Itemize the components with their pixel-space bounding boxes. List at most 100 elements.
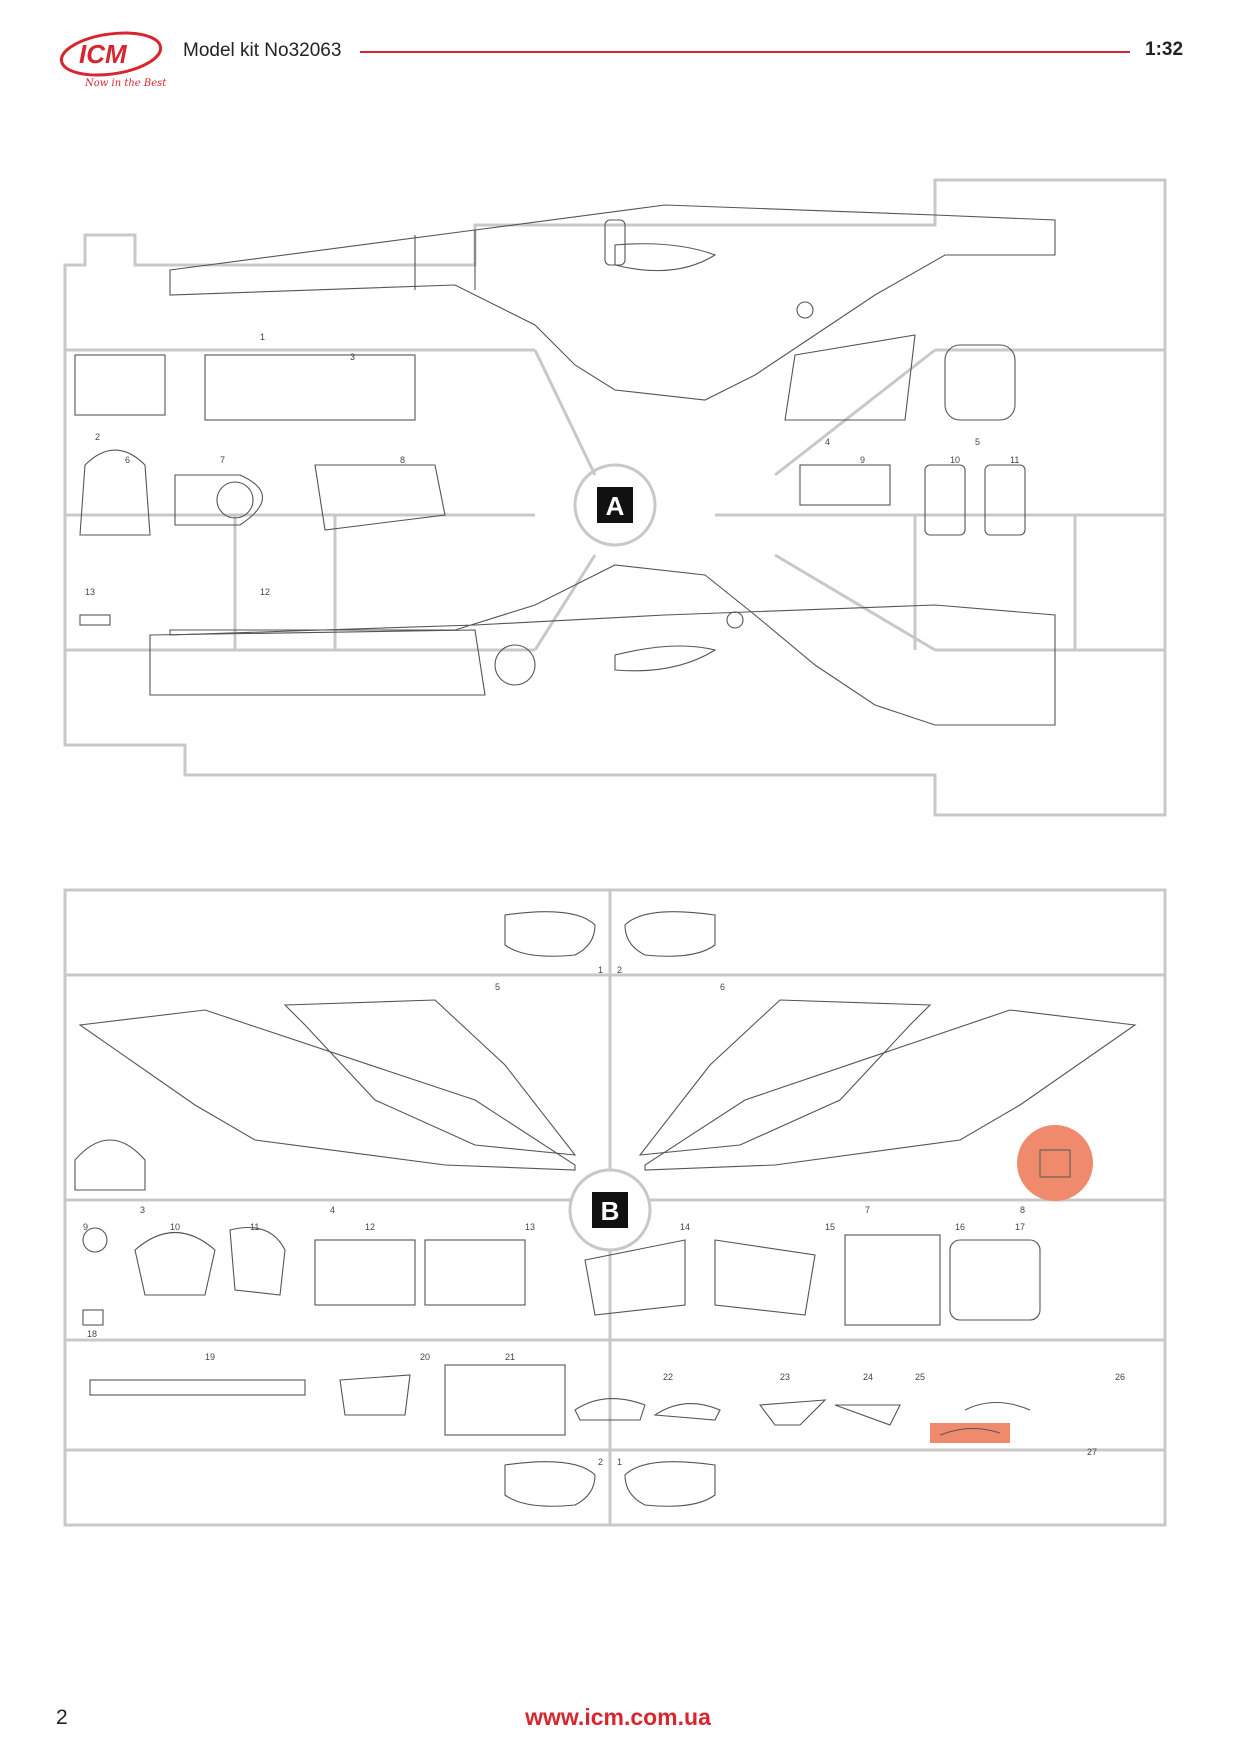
- sprue-a-letter: A: [606, 491, 625, 521]
- part-a8: [314, 464, 446, 531]
- part-b5: [283, 999, 577, 1156]
- part-tag: 1: [260, 332, 265, 342]
- part-tag: 22: [663, 1372, 673, 1382]
- part-tag: 15: [825, 1222, 835, 1232]
- part-tag: 24: [863, 1372, 873, 1382]
- part-b23: [653, 1403, 721, 1421]
- part-tag: 12: [260, 587, 270, 597]
- part-tag: 9: [860, 455, 865, 465]
- part-tag: 13: [85, 587, 95, 597]
- part-b18: [82, 1309, 104, 1326]
- part-a4: [784, 334, 916, 421]
- part-tag: 11: [1010, 455, 1019, 465]
- page-number: 2: [56, 1706, 68, 1729]
- part-b22: [574, 1398, 646, 1421]
- sprue-a-frame: [63, 178, 1167, 817]
- part-tag: 5: [495, 982, 500, 992]
- sprue-b: B 1 2 2 1 3 4 5 6 7 8 9 10 11 12 13 14 1…: [63, 888, 1167, 1527]
- part-tag: 13: [525, 1222, 535, 1232]
- part-b24: [758, 1399, 827, 1426]
- sprue-b-letter-box: [592, 1192, 628, 1228]
- part-tag: 2: [617, 965, 622, 975]
- part-tag: 20: [420, 1352, 430, 1362]
- part-tag: 1: [617, 1457, 622, 1467]
- highlight-part-b8: [1017, 1125, 1093, 1201]
- part-tag: 4: [825, 437, 830, 447]
- page-title: Model kit No32063: [183, 40, 342, 61]
- part-b12: [314, 1239, 416, 1306]
- part-tag: 1: [598, 965, 603, 975]
- part-a6: [79, 449, 151, 536]
- part-tag: 7: [220, 455, 225, 465]
- part-a7: [174, 474, 264, 526]
- part-tag: 27: [1087, 1447, 1097, 1457]
- part-b2-top: [624, 911, 716, 957]
- part-b17: [949, 1239, 1041, 1321]
- part-b11: [229, 1226, 286, 1296]
- part-tag: 7: [865, 1205, 870, 1215]
- part-tag: 17: [1015, 1222, 1025, 1232]
- part-tag: 2: [95, 432, 100, 442]
- part-b1-top: [504, 911, 596, 957]
- part-b20: [339, 1374, 411, 1416]
- part-a2: [74, 354, 166, 416]
- part-b25: [834, 1404, 901, 1426]
- part-tag: 8: [400, 455, 405, 465]
- part-tag: 14: [680, 1222, 690, 1232]
- part-tag: 21: [505, 1352, 515, 1362]
- part-tag: 12: [365, 1222, 375, 1232]
- part-b15: [714, 1239, 816, 1316]
- sprue-b-frame: [63, 888, 1167, 1527]
- part-b1-bottom: [624, 1461, 716, 1507]
- sprue-a-hub: [573, 463, 657, 547]
- scale-label: 1:32: [1145, 39, 1184, 60]
- sprue-a: A 1 2 3 4 5 6 7 8 9 10 11 12 13: [63, 178, 1167, 817]
- part-tag: 4: [330, 1205, 335, 1215]
- sprue-b-letter: B: [601, 1196, 620, 1226]
- part-tag: 19: [205, 1352, 215, 1362]
- part-b6: [638, 999, 932, 1156]
- part-b4: [78, 1009, 576, 1171]
- part-tag: 25: [915, 1372, 925, 1382]
- part-tag: 9: [83, 1222, 88, 1232]
- part-b10: [134, 1231, 216, 1296]
- part-b16: [844, 1234, 941, 1326]
- part-a5: [944, 344, 1016, 421]
- part-a11: [984, 464, 1026, 536]
- part-tag: 8: [1020, 1205, 1025, 1215]
- part-tag: 18: [87, 1329, 97, 1339]
- part-b2-bottom: [504, 1461, 596, 1507]
- part-tag: 3: [140, 1205, 145, 1215]
- part-tag: 3: [350, 352, 355, 362]
- page-header: ICM Now in the Best Model kit No32063 1:…: [0, 0, 1236, 110]
- part-b14: [584, 1239, 686, 1316]
- icm-logo: ICM Now in the Best: [59, 31, 167, 89]
- part-b13: [424, 1239, 526, 1306]
- part-tag: 2: [598, 1457, 603, 1467]
- part-tag: 11: [250, 1222, 259, 1232]
- part-tag: 16: [955, 1222, 965, 1232]
- part-tag: 10: [170, 1222, 180, 1232]
- part-tag: 6: [720, 982, 725, 992]
- part-a3: [204, 354, 416, 421]
- part-b26: [964, 1402, 1031, 1411]
- part-tag: 10: [950, 455, 960, 465]
- logo-text: ICM: [79, 39, 128, 69]
- part-b3: [74, 1139, 146, 1191]
- part-a13: [79, 614, 111, 626]
- part-a9: [799, 464, 891, 506]
- header-divider: [360, 51, 1130, 53]
- fuselage-half-upper: [169, 204, 1056, 401]
- highlight-part-b27: [930, 1423, 1010, 1443]
- logo-tagline: Now in the Best: [84, 78, 167, 89]
- part-tag: 6: [125, 455, 130, 465]
- website-link[interactable]: www.icm.com.ua: [525, 1704, 711, 1730]
- part-b21: [444, 1364, 566, 1436]
- part-tag: 26: [1115, 1372, 1125, 1382]
- part-a12: [149, 629, 486, 696]
- part-b9: [82, 1227, 108, 1253]
- part-b19: [89, 1379, 306, 1396]
- part-b8: [644, 1009, 1137, 1171]
- sprue-a-letter-box: [597, 487, 633, 523]
- fuselage-half-lower: [169, 564, 1056, 726]
